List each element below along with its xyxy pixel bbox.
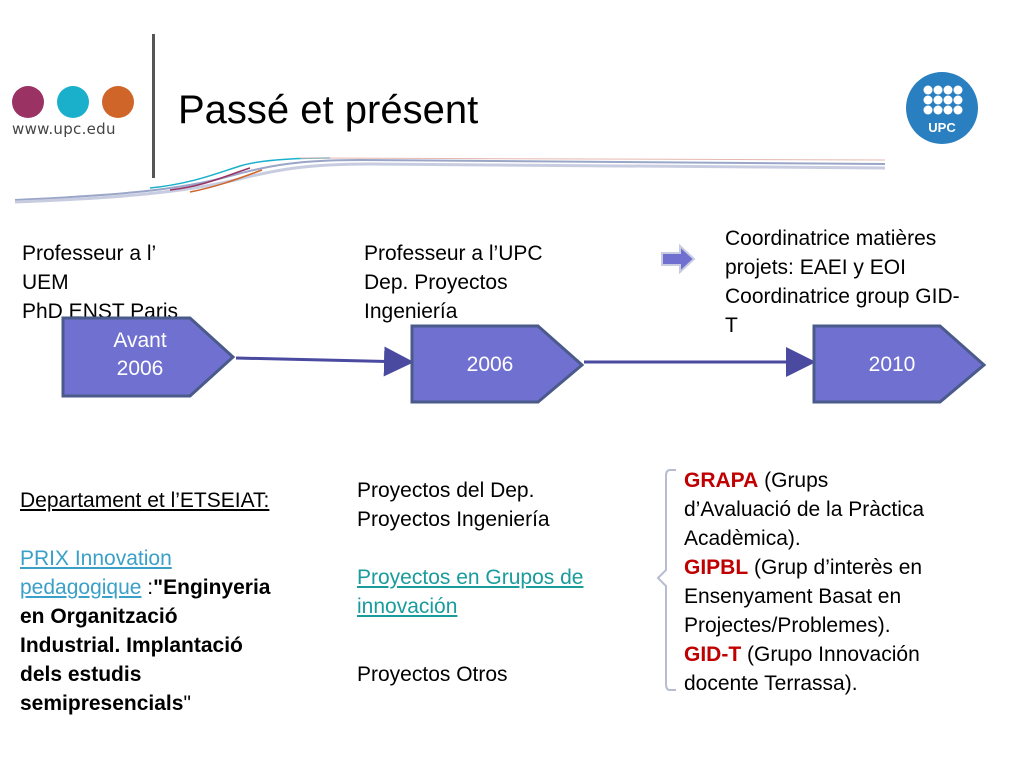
logo-dot-orange [102, 86, 134, 118]
logo-dot-cyan [57, 86, 89, 118]
chevron-2010 [812, 324, 987, 404]
group-bracket [656, 469, 676, 691]
text-line: Ingeniería [364, 300, 458, 323]
proyectos-section: Proyectos del Dep. Proyectos Ingeniería … [357, 476, 642, 689]
page-title: Passé et présent [178, 88, 479, 132]
proyectos-line: Proyectos del Dep. [357, 479, 535, 502]
group-desc: (Grup d’interès en [748, 556, 923, 579]
timeline-text-col1: Professeur a l’ UEM PhD ENST Paris [22, 239, 242, 326]
upc-logo[interactable]: www.upc.edu [12, 86, 152, 146]
group-gid-t: GID-T (Grupo Innovación docente Terrassa… [684, 640, 1014, 698]
upc-badge-icon: UPC [906, 72, 978, 144]
timeline-text-col2: Professeur a l’UPC Dep. Proyectos Ingeni… [364, 239, 604, 326]
svg-text:UPC: UPC [928, 120, 956, 135]
departament-section: Departament et l’ETSEIAT: PRIX Innovatio… [20, 486, 335, 718]
prize-title-part: en Organització [20, 605, 178, 628]
group-grapa: GRAPA (Grups d’Avaluació de la Pràctica … [684, 466, 1014, 553]
group-acronym: GID-T [684, 643, 742, 666]
text-line: Professeur a l’UPC [364, 242, 543, 265]
prize-title-part: Industrial. Implantació [20, 634, 243, 657]
stage-label-line: 2006 [116, 357, 164, 380]
prize-title-part: dels estudis [20, 663, 142, 686]
text-line: Coordinatrice group GID- [725, 285, 960, 308]
logo-url: www.upc.edu [12, 120, 116, 138]
proyectos-grupos-link-cont[interactable]: innovación [357, 595, 458, 618]
header-swoosh [14, 157, 886, 204]
timeline [61, 316, 987, 404]
text-line: Professeur a l’ [22, 242, 157, 265]
arrow-right-icon [661, 244, 696, 274]
prize-title-part: semipresencials [20, 692, 184, 715]
group-acronym: GRAPA [684, 469, 759, 492]
timeline-text-col3: Coordinatrice matières projets: EAEI y E… [725, 224, 1020, 340]
stage-label-avant-2006: Avant 2006 [80, 327, 200, 383]
proyectos-line: Proyectos Ingeniería [357, 508, 550, 531]
proyectos-otros: Proyectos Otros [357, 663, 508, 686]
group-desc: Acadèmica). [684, 527, 801, 550]
header-divider [152, 34, 155, 178]
prix-innovation-link-cont[interactable]: pedagogique [20, 576, 142, 599]
text-line: projets: EAEI y EOI [725, 256, 906, 279]
stage-label-2006: 2006 [466, 353, 514, 376]
prix-innovation-link[interactable]: PRIX Innovation [20, 547, 172, 570]
departament-heading: Departament et l’ETSEIAT: [20, 489, 270, 512]
quote-open: " [153, 576, 164, 599]
quote-close: " [183, 692, 191, 715]
stage-label-2010: 2010 [868, 353, 916, 376]
prize-title-part: Enginyeria [163, 576, 271, 599]
logo-dot-purple [12, 86, 44, 118]
group-desc: docente Terrassa). [684, 672, 858, 695]
proyectos-grupos-link[interactable]: Proyectos en Grupos de [357, 566, 584, 589]
text-line: Dep. Proyectos [364, 271, 508, 294]
group-desc: (Grupo Innovación [741, 643, 920, 666]
stage-label-line: Avant [113, 329, 167, 352]
text-line: T [725, 314, 738, 337]
group-desc: Projectes/Problemes). [684, 614, 891, 637]
upc-badge[interactable]: UPC [906, 72, 978, 144]
group-desc: d’Avaluació de la Pràctica [684, 498, 925, 521]
text-line: Coordinatrice matières [725, 227, 937, 250]
group-desc: Ensenyament Basat en [684, 585, 902, 608]
prize-text: PRIX Innovation pedagogique :"Enginyeria… [20, 544, 335, 718]
group-gipbl: GIPBL (Grup d’interès en Ensenyament Bas… [684, 553, 1014, 640]
chevron-avant-2006 [61, 316, 236, 398]
separator: : [141, 576, 154, 599]
chevron-2006 [410, 324, 585, 404]
group-acronym: GIPBL [684, 556, 749, 579]
groups-section: GRAPA (Grups d’Avaluació de la Pràctica … [684, 466, 1014, 698]
text-line: UEM [22, 271, 69, 294]
group-desc: (Grups [758, 469, 829, 492]
